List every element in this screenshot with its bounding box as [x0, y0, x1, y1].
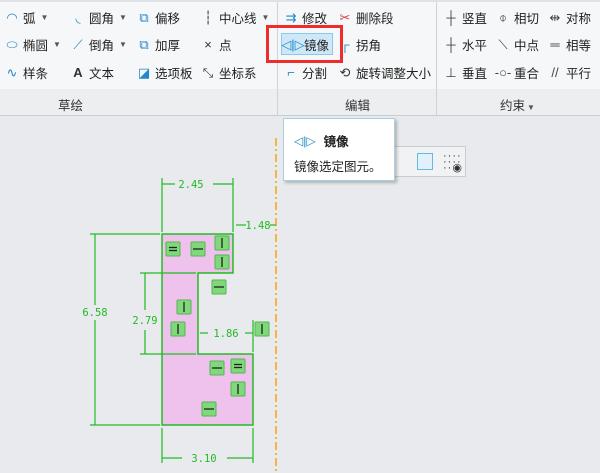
dimension-offset[interactable]: 1.48 [245, 220, 270, 232]
delete-segment-button[interactable]: ✂删除段 [337, 6, 394, 28]
spline-icon: ∿ [6, 64, 18, 80]
chevron-down-icon[interactable]: ▼ [53, 39, 61, 49]
vertical-constraint-icon[interactable] [230, 381, 246, 397]
constraint-display-icon[interactable]: ··········◉ [443, 150, 463, 174]
vertical-constraint-icon[interactable] [214, 235, 230, 251]
vertical-constraint-icon[interactable] [254, 321, 270, 337]
arc-icon: ◠ [6, 9, 18, 25]
horizontal-constraint-icon[interactable] [201, 401, 217, 417]
equal-constraint-button[interactable]: ═相等 [547, 33, 591, 55]
offset-icon: ⧉ [139, 9, 149, 25]
coincident-constraint-button[interactable]: -○-重合 [494, 64, 540, 81]
parallel-icon: // [551, 64, 559, 80]
tangent-constraint-button[interactable]: ⌽相切 [495, 6, 539, 28]
vertical-constraint-button[interactable]: ┼竖直 [443, 6, 487, 28]
vertical-constraint-icon[interactable] [214, 254, 230, 270]
ellipse-icon: ⬭ [6, 36, 18, 52]
text-icon: A [73, 64, 83, 80]
palette-button[interactable]: ◪选项板 [137, 64, 193, 81]
centerline-button[interactable]: ┆中心线▼ [200, 6, 269, 28]
dimension-top-width[interactable]: 2.45 [178, 179, 203, 191]
divide-icon: ⌐ [287, 64, 295, 80]
group-label-sketch: 草绘 [58, 99, 84, 113]
equal-constraint-icon[interactable] [230, 358, 246, 374]
point-icon: × [204, 36, 212, 52]
vertical-icon: ┼ [446, 9, 456, 25]
chevron-down-icon[interactable]: ▼ [40, 12, 49, 22]
divide-button[interactable]: ⌐分割 [283, 61, 327, 83]
horizontal-constraint-icon[interactable] [209, 360, 225, 376]
group-label-edit: 编辑 [345, 99, 371, 113]
rotate-resize-button[interactable]: ⟲旋转调整大小 [337, 61, 431, 83]
sketch-profile[interactable] [161, 233, 254, 426]
coordinate-system-button[interactable]: ⤡坐标系 [200, 61, 257, 83]
offset-button[interactable]: ⧉偏移 [136, 6, 180, 28]
chamfer-button[interactable]: ⟋倒角▼ [70, 33, 127, 55]
horizontal-icon: ┼ [446, 36, 456, 52]
dimension-bottom-width[interactable]: 3.10 [191, 453, 216, 465]
mirror-button[interactable]: ◁|▷镜像 [281, 33, 334, 55]
ellipse-button[interactable]: ⬭椭圆▼ [4, 33, 61, 55]
mirror-icon: ◁|▷ [294, 133, 316, 148]
thicken-button[interactable]: ⧉加厚 [136, 33, 180, 55]
delete-segment-icon: ✂ [339, 9, 351, 25]
modify-icon: ⇉ [285, 9, 297, 25]
fillet-icon: ◟ [75, 9, 81, 25]
perpendicular-constraint-button[interactable]: ⊥垂直 [443, 61, 487, 83]
chamfer-icon: ⟋ [73, 36, 83, 52]
tooltip-description: 镜像选定图元。 [294, 160, 382, 174]
horizontal-constraint-icon[interactable] [211, 279, 227, 295]
dimension-total-height[interactable]: 6.58 [82, 307, 107, 319]
horizontal-constraint-icon[interactable] [190, 241, 206, 257]
modify-button[interactable]: ⇉修改 [283, 6, 327, 28]
tangent-icon: ⌽ [499, 9, 507, 25]
chevron-down-icon[interactable]: ▼ [261, 12, 270, 22]
perpendicular-icon: ⊥ [445, 64, 457, 80]
midpoint-constraint-button[interactable]: ⟍中点 [495, 33, 539, 55]
tooltip-title: 镜像 [323, 135, 349, 149]
highlight-box [266, 25, 343, 63]
vertical-constraint-icon[interactable] [176, 299, 192, 315]
chevron-down-icon: ▼ [527, 103, 535, 112]
corner-icon: ┌ [340, 36, 350, 52]
dimension-middle-height[interactable]: 2.79 [132, 315, 157, 327]
coordinate-system-icon: ⤡ [202, 64, 214, 80]
group-label-constrain[interactable]: 约束▼ [500, 99, 535, 113]
symmetric-constraint-button[interactable]: ⇹对称 [547, 6, 591, 28]
rotate-resize-icon: ⟲ [339, 64, 351, 80]
point-button[interactable]: ×点 [200, 33, 231, 55]
dimension-lower-step[interactable]: 1.86 [213, 328, 238, 340]
coincident-icon: -○- [494, 64, 512, 80]
equal-icon: ═ [550, 36, 560, 52]
tooltip: ◁|▷ 镜像 镜像选定图元。 [283, 118, 395, 181]
spline-button[interactable]: ∿样条 [4, 61, 48, 83]
palette-icon: ◪ [137, 64, 151, 80]
symmetric-icon: ⇹ [549, 9, 561, 25]
chevron-down-icon[interactable]: ▼ [119, 39, 127, 49]
parallel-constraint-button[interactable]: //平行 [547, 61, 591, 83]
mirror-icon: ◁|▷ [281, 36, 305, 52]
display-style-icon[interactable] [417, 153, 433, 170]
arc-button[interactable]: ◠弧▼ [4, 6, 48, 28]
centerline-icon: ┆ [204, 9, 212, 25]
chevron-down-icon[interactable]: ▼ [119, 12, 127, 22]
vertical-constraint-icon[interactable] [170, 321, 186, 337]
equal-constraint-icon[interactable] [165, 241, 181, 257]
thicken-icon: ⧉ [139, 36, 149, 52]
fillet-button[interactable]: ◟圆角▼ [70, 6, 127, 28]
midpoint-icon: ⟍ [498, 36, 508, 52]
corner-button[interactable]: ┌拐角 [337, 33, 381, 55]
horizontal-constraint-button[interactable]: ┼水平 [443, 33, 487, 55]
